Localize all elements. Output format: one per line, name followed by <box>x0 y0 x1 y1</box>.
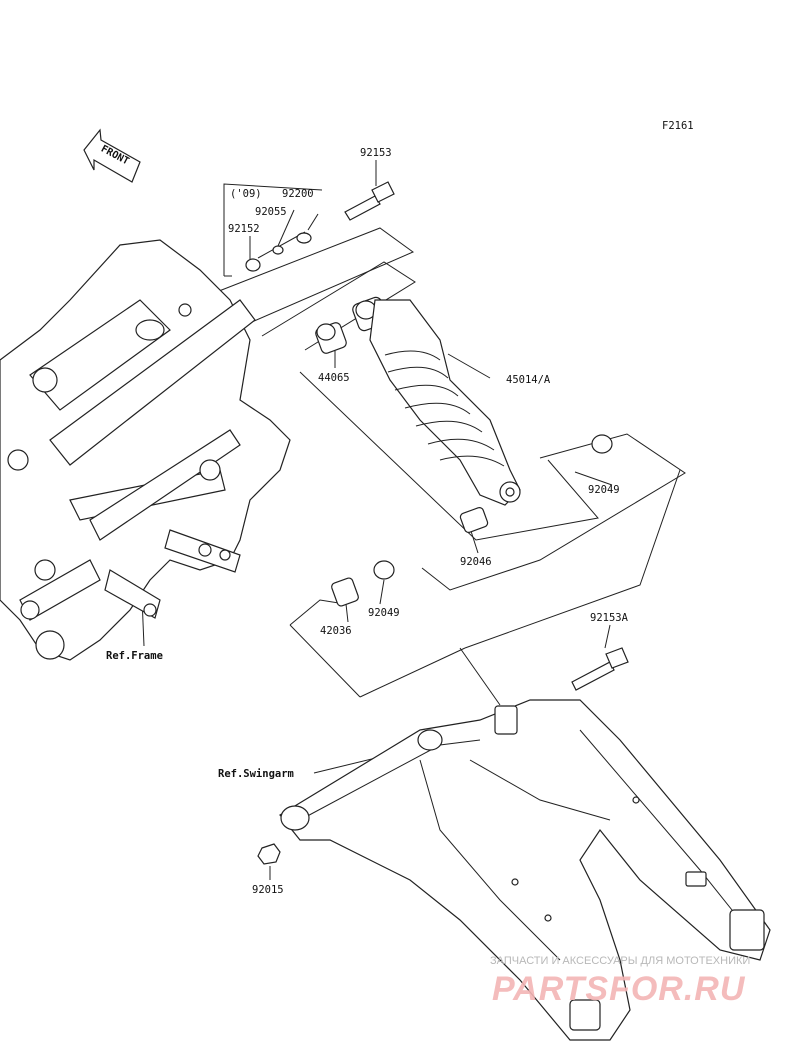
small-collar <box>245 258 261 272</box>
lower-bolt <box>571 647 629 691</box>
variant-note: ('09) <box>230 188 262 200</box>
seal-left <box>373 560 395 580</box>
label-92015: 92015 <box>252 884 284 896</box>
label-92046: 92046 <box>460 556 492 568</box>
variant-bracket <box>223 183 323 277</box>
upper-bushing <box>315 322 347 354</box>
upper-bolt <box>344 181 395 221</box>
watermark-brand: PARTSFOR.RU <box>492 970 746 1008</box>
shock-absorber <box>369 299 521 506</box>
label-92055: 92055 <box>255 206 287 218</box>
label-42036: 42036 <box>320 625 352 637</box>
frame-illustration <box>0 239 291 661</box>
label-92153: 92153 <box>360 147 392 159</box>
label-92200: 92200 <box>282 188 314 200</box>
label-92153a: 92153A <box>590 612 629 624</box>
label-92049-left: 92049 <box>368 607 400 619</box>
ref-frame-label: Ref.Frame <box>106 650 163 662</box>
nut <box>257 843 281 865</box>
washer <box>296 232 312 244</box>
label-92049-right: 92049 <box>588 484 620 496</box>
figure-code: F2161 <box>662 120 694 132</box>
watermark: ЗАПЧАСТИ И АКСЕССУАРЫ ДЛЯ МОТОТЕХНИКИ PA… <box>490 955 750 1008</box>
o-ring <box>272 245 284 255</box>
watermark-tagline: ЗАПЧАСТИ И АКСЕССУАРЫ ДЛЯ МОТОТЕХНИКИ <box>490 955 750 967</box>
label-45014a: 45014/A <box>506 374 551 386</box>
label-44065: 44065 <box>318 372 350 384</box>
seal-right <box>591 434 613 454</box>
ref-swingarm-label: Ref.Swingarm <box>218 768 294 780</box>
swingarm-illustration <box>279 699 771 1041</box>
label-92152: 92152 <box>228 223 260 235</box>
lower-collar <box>331 577 359 607</box>
leader-lines <box>141 160 686 880</box>
lower-bushing <box>459 507 489 533</box>
front-direction-arrow: FRONT <box>83 128 141 183</box>
